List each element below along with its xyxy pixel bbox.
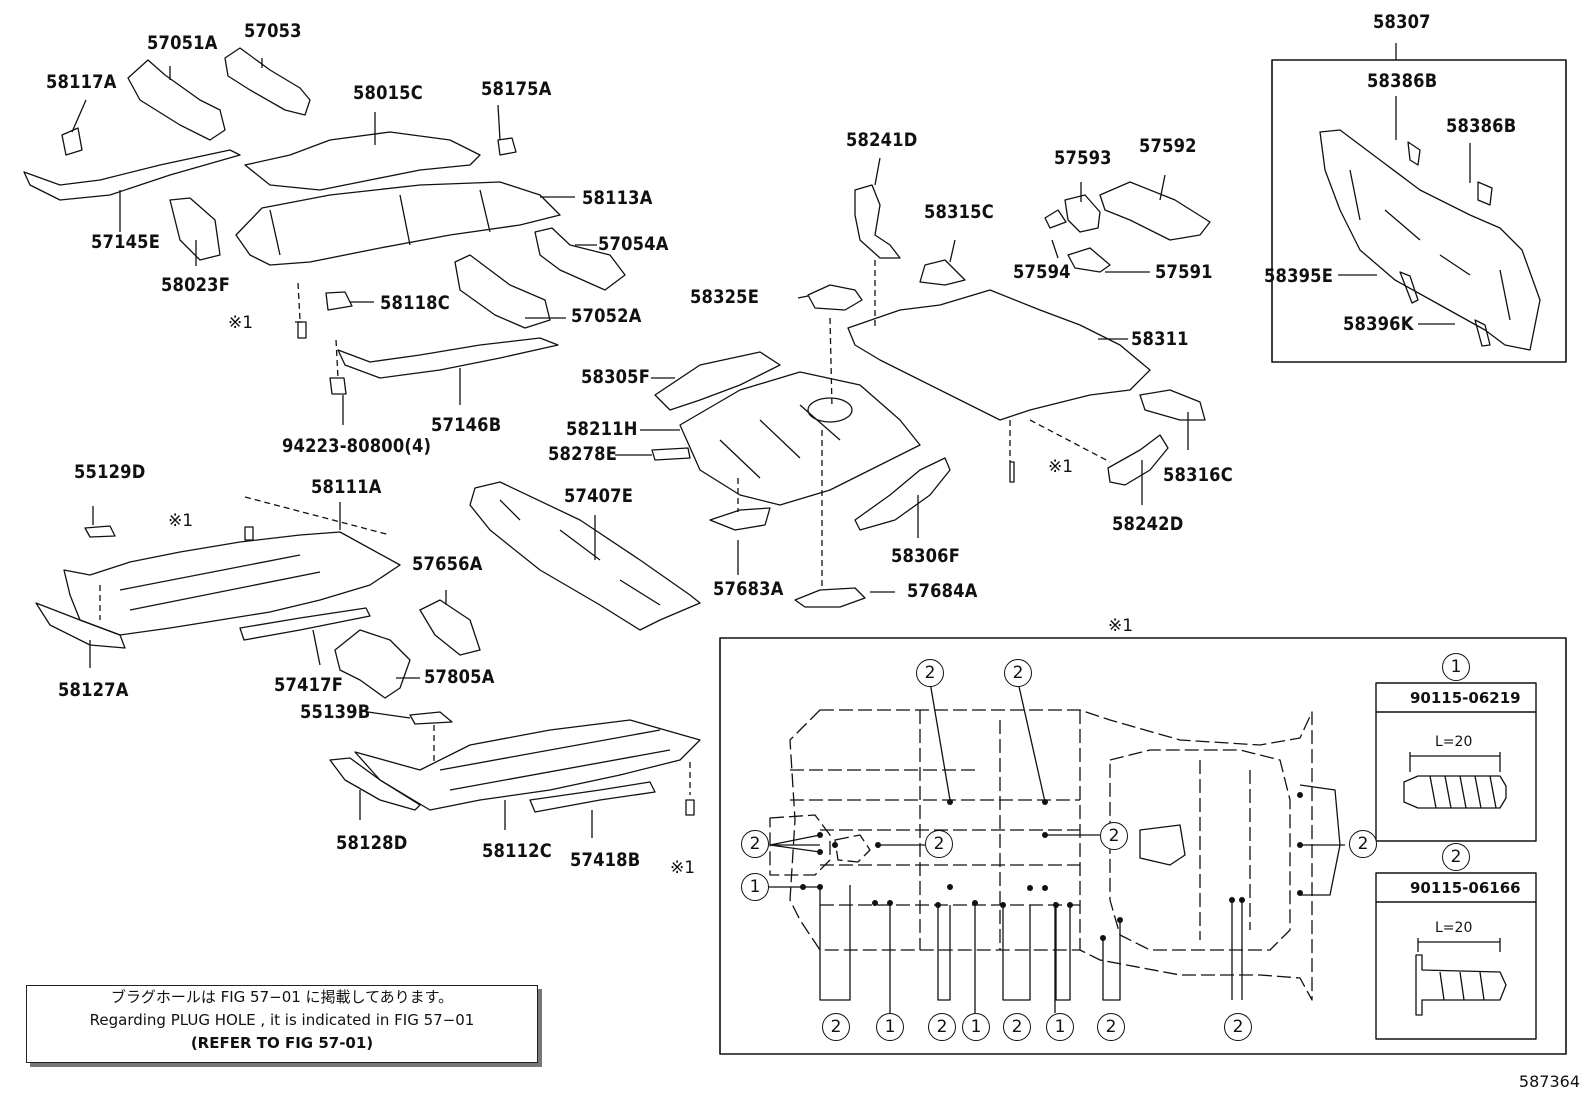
part-label-58175a: 58175A (481, 78, 552, 100)
callout-circle-2: 2 (1004, 659, 1032, 687)
callout-circle-1: 1 (962, 1013, 990, 1041)
part-label-57054a: 57054A (598, 233, 669, 255)
part-label-58316c: 58316C (1163, 464, 1233, 486)
figure-id: 587364 (1518, 1072, 1580, 1091)
fastener-box-1-part-number: 90115-06219 (1410, 689, 1521, 707)
part-label-58315c: 58315C (924, 201, 994, 223)
callout-circle-2: 2 (916, 659, 944, 687)
part-label-57051a: 57051A (147, 32, 218, 54)
note-line-refer: (REFER TO FIG 57-01) (190, 1034, 374, 1052)
part-label-58127a: 58127A (58, 679, 129, 701)
callout-circle-2: 2 (741, 830, 769, 858)
callout-circle-2: 2 (925, 830, 953, 858)
callout-circle-1: 1 (1046, 1013, 1074, 1041)
part-label-57418b: 57418B (570, 849, 641, 871)
callout-circle-2: 2 (1100, 822, 1128, 850)
part-label-58395e: 58395E (1264, 265, 1334, 287)
part-label-58112c: 58112C (482, 840, 552, 862)
part-label-57146b: 57146B (431, 414, 502, 436)
part-label-57684a: 57684A (907, 580, 978, 602)
callout-circle-2: 2 (1224, 1013, 1252, 1041)
part-label-58211h: 58211H (566, 418, 638, 440)
part-label-58111a: 58111A (311, 476, 382, 498)
note-line-japanese: ブラグホールは FIG 57−01 に掲載してあります。 (110, 988, 454, 1006)
part-label-58015c: 58015C (353, 82, 423, 104)
part-label-57593: 57593 (1054, 147, 1112, 169)
fastener-box-2-circle: 2 (1442, 843, 1470, 871)
part-label-57053: 57053 (244, 20, 302, 42)
part-label-58386b-upper: 58386B (1367, 70, 1438, 92)
part-label-58306f: 58306F (891, 545, 961, 567)
part-label-57592: 57592 (1139, 135, 1197, 157)
callout-circle-2: 2 (928, 1013, 956, 1041)
part-label-55129d: 55129D (74, 461, 146, 483)
part-label-57656a: 57656A (412, 553, 483, 575)
part-label-58307: 58307 (1373, 11, 1431, 33)
callout-circle-2: 2 (1349, 830, 1377, 858)
part-label-58311: 58311 (1131, 328, 1189, 350)
part-label-57407e: 57407E (564, 485, 634, 507)
part-label-58278e: 58278E (548, 443, 618, 465)
callout-circle-1: 1 (876, 1013, 904, 1041)
part-label-57805a: 57805A (424, 666, 495, 688)
callout-circle-2: 2 (1097, 1013, 1125, 1041)
callout-circle-2: 2 (1003, 1013, 1031, 1041)
fastener-box-2-part-number: 90115-06166 (1410, 879, 1521, 897)
part-label-57683a: 57683A (713, 578, 784, 600)
inset-title-mark: ※1 (1108, 616, 1134, 636)
part-label-58241d: 58241D (846, 129, 918, 151)
part-label-55139b: 55139B (300, 701, 371, 723)
fastener-box-1-circle: 1 (1442, 653, 1470, 681)
plug-hole-note: ブラグホールは FIG 57−01 に掲載してあります。 Regarding P… (26, 985, 538, 1063)
part-label-57594: 57594 (1013, 261, 1071, 283)
part-label-57591: 57591 (1155, 261, 1213, 283)
note-line-english: Regarding PLUG HOLE , it is indicated in… (89, 1011, 475, 1029)
fastener-box-1-length: L=20 (1435, 734, 1473, 750)
part-label-58305f: 58305F (581, 366, 651, 388)
fastener-ref-mark: ※1 (1048, 457, 1074, 477)
part-label-58023f: 58023F (161, 274, 231, 296)
callout-circle-2: 2 (822, 1013, 850, 1041)
part-label-57145e: 57145E (91, 231, 161, 253)
part-label-94223-80800: 94223-80800(4) (282, 435, 432, 457)
part-label-57052a: 57052A (571, 305, 642, 327)
part-label-58386b-lower: 58386B (1446, 115, 1517, 137)
part-label-58117a: 58117A (46, 71, 117, 93)
part-label-58396k: 58396K (1343, 313, 1414, 335)
part-label-58242d: 58242D (1112, 513, 1184, 535)
part-label-58325e: 58325E (690, 286, 760, 308)
part-label-57417f: 57417F (274, 674, 344, 696)
part-label-58128d: 58128D (336, 832, 408, 854)
part-label-58118c: 58118C (380, 292, 450, 314)
fastener-ref-mark: ※1 (670, 858, 696, 878)
fastener-ref-mark: ※1 (168, 511, 194, 531)
part-label-58113a: 58113A (582, 187, 653, 209)
callout-circle-1: 1 (741, 873, 769, 901)
fastener-box-2-length: L=20 (1435, 920, 1473, 936)
fastener-ref-mark: ※1 (228, 313, 254, 333)
